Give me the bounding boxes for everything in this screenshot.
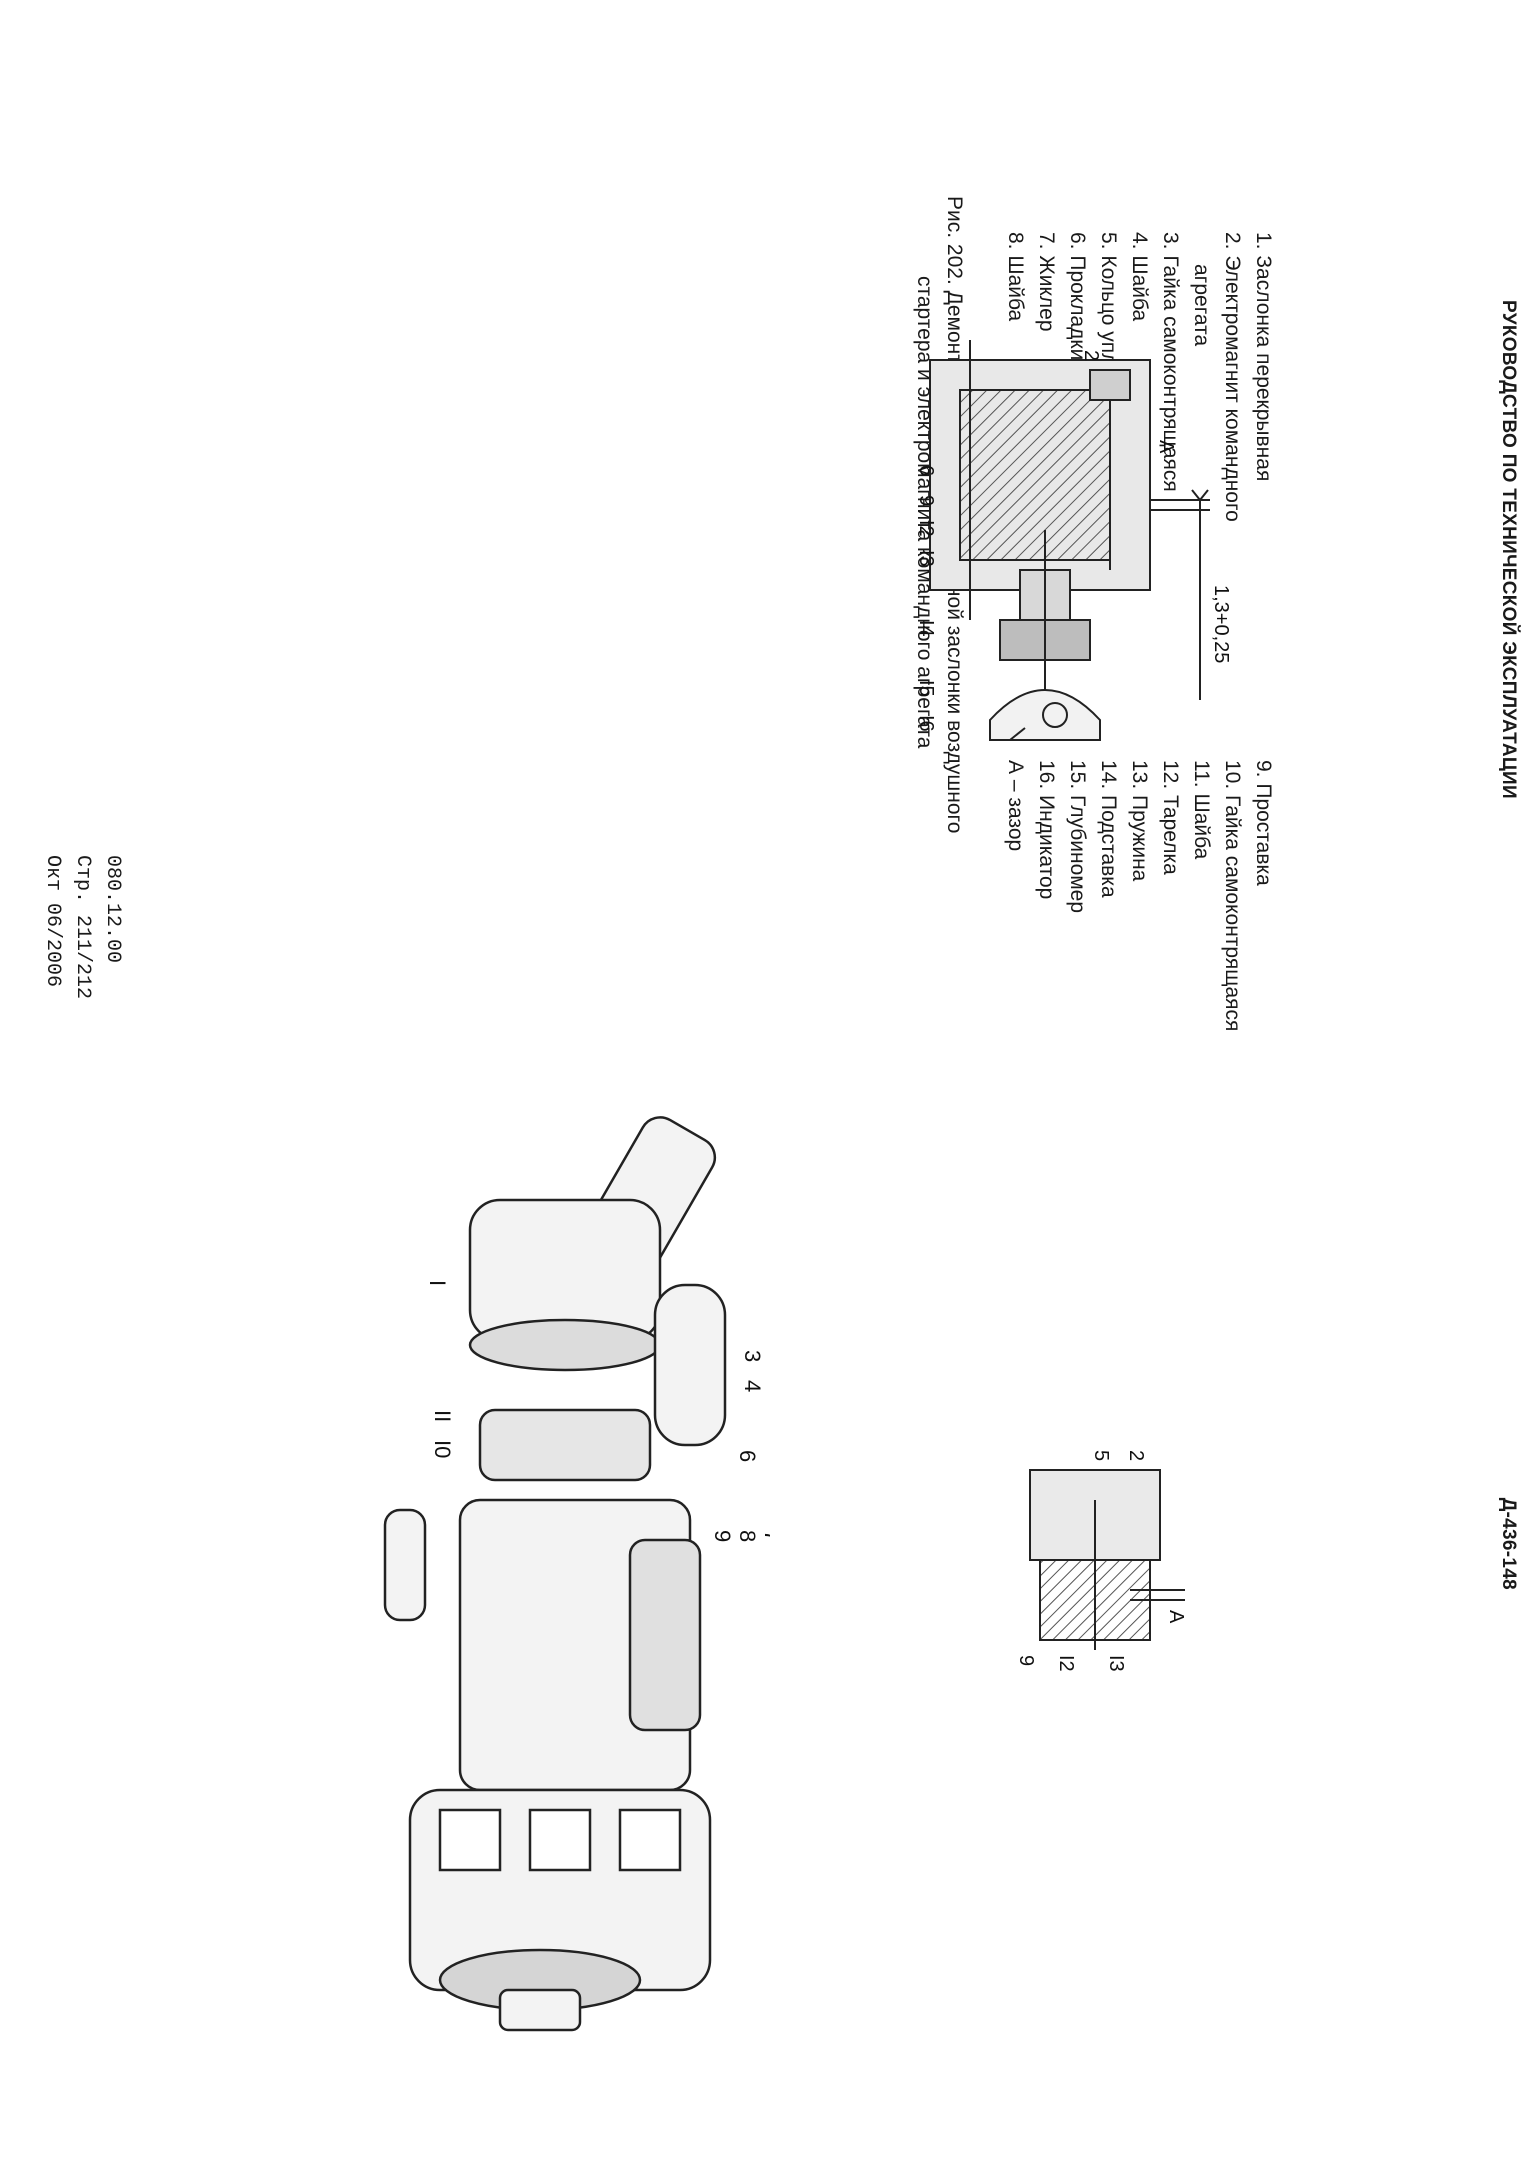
top-label: А	[1155, 440, 1177, 454]
legend-item: 15. Глубиномер	[1066, 760, 1089, 914]
legend-item: 12. Тарелка	[1159, 760, 1182, 875]
detail-label: I3	[1105, 1655, 1127, 1672]
main-label: 7	[760, 1530, 770, 1542]
detail-label: 2	[1125, 1450, 1147, 1461]
main-label: 8	[735, 1530, 760, 1542]
main-label: 2	[765, 1290, 770, 1302]
top-label: I5	[915, 680, 937, 697]
main-label: II	[430, 1410, 455, 1422]
header-doc-code: Д-436-148	[1498, 1497, 1519, 1590]
legend-item: 11. Шайба	[1190, 760, 1213, 860]
figure-detail-valve: 2 5 А 9 I2 I3	[1015, 1450, 1187, 1672]
legend-item: 13. Пружина	[1128, 760, 1151, 882]
top-label: I6	[915, 715, 937, 732]
main-label: 9	[710, 1530, 735, 1542]
legend-item: 14. Подставка	[1097, 760, 1120, 898]
main-label: I	[425, 1280, 450, 1286]
legend-item: 1. Заслонка перекрывная	[1252, 232, 1275, 482]
legend-item: 16. Индикатор	[1035, 760, 1058, 900]
main-label: 4	[740, 1380, 765, 1392]
detail-label: 5	[1090, 1450, 1112, 1461]
top-label: 2	[1080, 350, 1102, 361]
legend-item: 10. Гайка самоконтрящаяся	[1221, 760, 1244, 1032]
top-label: 9	[915, 495, 937, 506]
top-label: 6	[915, 465, 937, 476]
header-title: РУКОВОДСТВО ПО ТЕХНИЧЕСКОЙ ЭКСПЛУАТАЦИИ	[1498, 300, 1519, 799]
detail-label: 9	[1015, 1655, 1037, 1666]
legend-column-2: 9. Проставка 10. Гайка самоконтрящаяся 1…	[1000, 760, 1279, 1100]
footer-section: 080.12.00	[101, 855, 124, 964]
detail-label: I2	[1055, 1655, 1077, 1672]
main-label: 6	[735, 1450, 760, 1462]
top-dimension-label: 1,3+0,25	[1210, 585, 1232, 663]
main-label: 3	[740, 1350, 765, 1362]
footer-page: Стр. 211/212	[71, 855, 94, 1000]
top-label: I2	[915, 520, 937, 537]
legend-item: А – зазор	[1004, 760, 1027, 852]
figure-section-gauge: 1,3+0,25 2 А 6 9 I2 I3 I4 I5 I6	[915, 340, 1232, 741]
legend-item: 9. Проставка	[1252, 760, 1275, 886]
page-footer: 080.12.00 Стр. 211/212 Окт 06/2006	[37, 855, 127, 999]
main-label: I0	[430, 1440, 455, 1458]
top-label: I3	[915, 550, 937, 567]
figure-exploded-starter: I 2 3 4 II I0 6 7 8 9	[383, 1116, 770, 2032]
detail-label: А	[1165, 1610, 1187, 1624]
footer-date: Окт 06/2006	[41, 855, 64, 988]
top-label: I4	[915, 620, 937, 637]
